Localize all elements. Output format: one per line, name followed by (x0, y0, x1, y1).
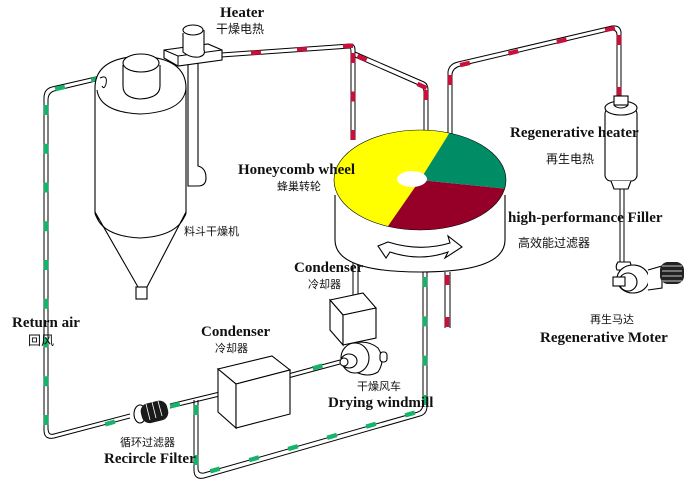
marker-bottom-loop (209, 466, 221, 474)
marker-diag-pipe (356, 53, 368, 63)
condenser-upper-label-en: Condenser (294, 260, 364, 276)
marker-heater-pipe (250, 50, 262, 56)
return-air-label-en: Return air (12, 315, 80, 331)
marker-bottom-loop (248, 455, 260, 463)
marker-regen-top (556, 37, 568, 44)
regen-motor-label-zh: 再生马达 (590, 312, 634, 326)
marker-wheel-bottom-green (422, 316, 428, 327)
marker-regen-drop (616, 35, 622, 45)
heater (163, 24, 223, 187)
marker-return-left (43, 376, 49, 387)
regen-motor-label-en: Regenerative Moter (540, 330, 668, 346)
labels: Heater 干燥电热 料斗干燥机 Honeycomb wheel 蜂巢转轮 R… (12, 5, 668, 467)
marker-return-left (43, 105, 49, 115)
regenerative-heater (604, 95, 638, 190)
wheel-hub (397, 171, 427, 187)
honeycomb-wheel-label-zh: 蜂巢转轮 (277, 179, 321, 193)
marker-wheel-bottom-green (422, 277, 428, 287)
wheel-zone-process (334, 130, 450, 227)
marker-diag-pipe (416, 81, 428, 91)
marker-return-left (43, 143, 49, 154)
marker-condenser-windmill (312, 363, 323, 371)
honeycomb-wheel-label-en: Honeycomb wheel (238, 162, 355, 178)
condenser-lower-label-zh: 冷却器 (215, 342, 248, 355)
marker-bottom-drop (193, 405, 199, 415)
marker-regen-top (459, 60, 471, 68)
marker-wheel-drop (350, 91, 356, 102)
marker-wheel-drop (350, 53, 356, 63)
marker-bottom-drop (193, 455, 199, 465)
recircle-filter-label-en: Recircle Filter (104, 451, 196, 467)
wheel-rim (333, 129, 507, 231)
recircle-filter (133, 400, 169, 424)
regenerative-motor (612, 261, 684, 294)
marker-bottom-loop (326, 432, 338, 440)
marker-return-left (43, 221, 49, 232)
heater-label-zh: 干燥电热 (216, 22, 264, 36)
marker-bottom-loop (287, 444, 299, 452)
filler-label-en: high-performance Filler (508, 210, 663, 226)
marker-wheel-drop (350, 130, 356, 140)
regen-heater-label-en: Regenerative heater (510, 125, 639, 141)
marker-filter-condenser (169, 401, 181, 409)
filler-label-zh: 高效能过滤器 (518, 235, 590, 250)
windmill-label-en: Drying windmill (328, 395, 433, 411)
marker-regen-drop (616, 87, 622, 97)
wheel-zone-cooling (387, 180, 505, 231)
condenser-upper (328, 292, 378, 347)
marker-branch-down (423, 90, 429, 100)
condenser-lower (216, 355, 292, 430)
pipe-bottom-loop (193, 272, 428, 479)
marker-heater-pipe (342, 43, 354, 49)
marker-wheel-bottom-red (444, 275, 450, 285)
marker-regen-up (447, 75, 453, 85)
hopper-dryer (94, 53, 187, 300)
marker-heater-pipe (296, 46, 308, 52)
pipe-heater-to-wheel (206, 43, 356, 140)
marker-wheel-bottom-red (444, 317, 450, 327)
marker-regen-top (604, 25, 616, 33)
marker-return-left (43, 337, 49, 348)
rotation-arrow-icon (377, 234, 463, 260)
drying-windmill (339, 341, 388, 376)
marker-return-top (54, 84, 66, 92)
recircle-filter-label-zh: 循环过滤器 (120, 436, 175, 449)
wheel-zones (333, 129, 507, 231)
marker-wheel-bottom-green (422, 355, 428, 366)
marker-return-left (43, 260, 49, 270)
motor-fins (660, 262, 684, 284)
windmill-label-zh: 干燥风车 (357, 379, 401, 393)
regen-heater-label-zh: 再生电热 (546, 152, 594, 166)
pipe-regen-heater-to-motor (619, 186, 625, 262)
marker-return-left (43, 182, 49, 193)
hopper-dryer-label-zh: 料斗干燥机 (184, 224, 239, 238)
marker-regen-top (507, 49, 519, 56)
marker-return-bottom (104, 419, 116, 427)
marker-return-left (43, 415, 49, 425)
heater-label-en: Heater (220, 5, 264, 21)
marker-return-left (43, 298, 49, 309)
condenser-lower-label-en: Condenser (201, 324, 271, 340)
return-air-label-zh: 回风 (28, 334, 54, 349)
pipe-wheel-to-regen-heater (447, 25, 622, 150)
marker-bottom-loop (365, 421, 377, 429)
honeycomb-wheel (333, 129, 507, 273)
condenser-upper-label-zh: 冷却器 (308, 278, 341, 291)
marker-wheel-bottom-green (422, 395, 428, 405)
marker-bottom-loop (404, 410, 416, 418)
